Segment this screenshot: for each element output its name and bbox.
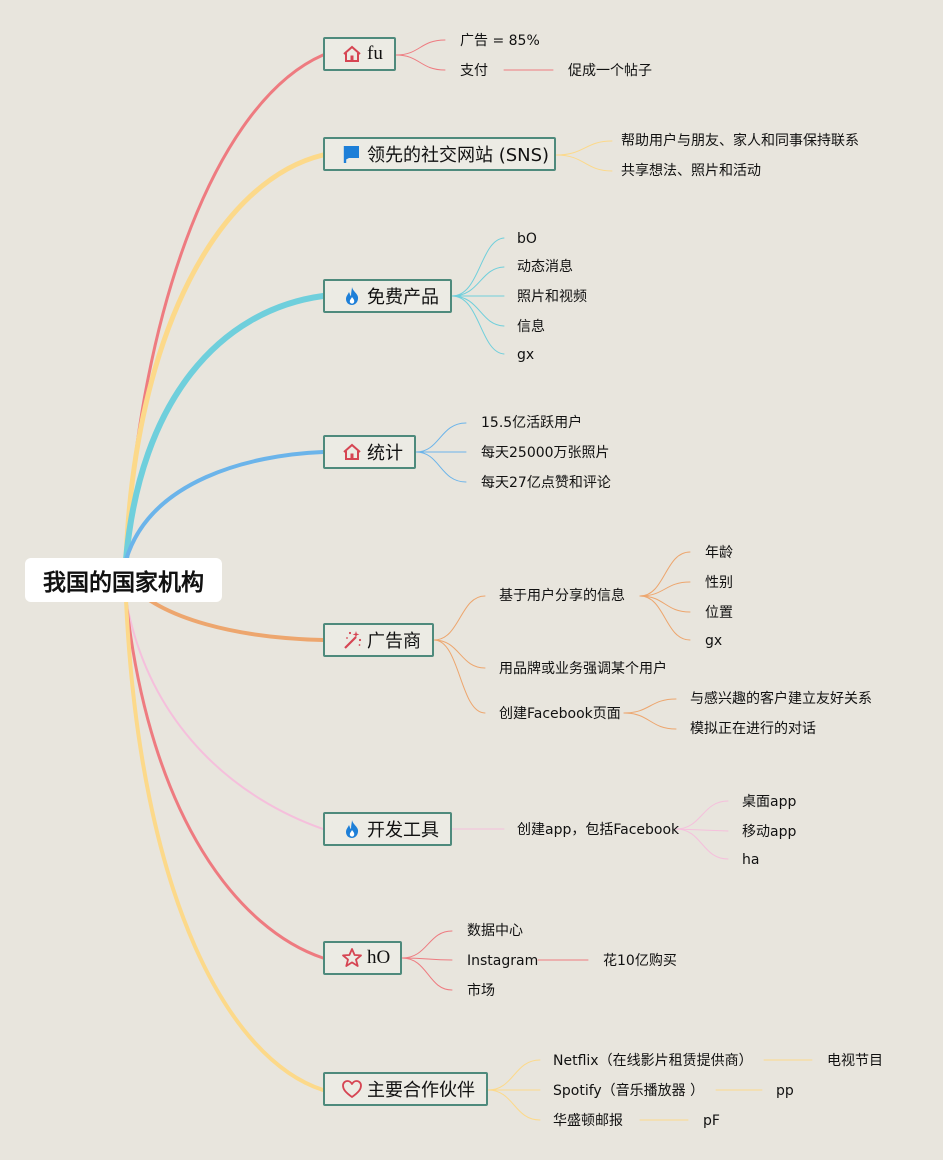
leaf-partners-pp: pp bbox=[776, 1083, 794, 1099]
leaf-ads-info-3: gx bbox=[705, 633, 723, 649]
leaf-partners-spotify: Spotify（音乐播放器 ） bbox=[553, 1083, 705, 1099]
branch-fu-label: fu bbox=[367, 43, 383, 64]
root-topic[interactable]: 我国的国家机构 bbox=[25, 558, 222, 602]
root-label: 我国的国家机构 bbox=[43, 570, 204, 596]
leaf-sns-share: 共享想法、照片和活动 bbox=[621, 163, 761, 179]
leaf-ads-info-0: 年龄 bbox=[705, 545, 733, 561]
leaf-ho-market: 市场 bbox=[467, 983, 495, 999]
branch-free-label: 免费产品 bbox=[367, 287, 439, 308]
leaf-dev-app-0: 桌面app bbox=[742, 794, 797, 810]
leaf-dev-app-1: 移动app bbox=[742, 824, 797, 840]
leaf-free-3: 信息 bbox=[517, 319, 545, 335]
house-icon bbox=[341, 441, 363, 463]
branch-ho-label: hO bbox=[367, 947, 391, 968]
branch-free-products[interactable]: 免费产品 bbox=[323, 279, 452, 313]
leaf-free-4: gx bbox=[517, 347, 535, 363]
leaf-ho-dc: 数据中心 bbox=[467, 923, 523, 939]
leaf-ho-ig: Instagram bbox=[467, 953, 539, 969]
branch-dev-tools[interactable]: 开发工具 bbox=[323, 812, 452, 846]
branch-ho[interactable]: hO bbox=[323, 941, 402, 975]
leaf-fu-post: 促成一个帖子 bbox=[568, 63, 652, 79]
leaf-stats-2: 每天27亿点赞和评论 bbox=[481, 475, 611, 491]
flame-icon bbox=[341, 818, 363, 840]
leaf-fu-ad: 广告 = 85% bbox=[460, 33, 540, 49]
connector-free bbox=[123, 293, 326, 563]
leaf-fu-pay: 支付 bbox=[460, 63, 488, 79]
branch-partners[interactable]: 主要合作伙伴 bbox=[323, 1072, 488, 1106]
leaf-free-2: 照片和视频 bbox=[517, 289, 587, 305]
branch-sns-label: 领先的社交网站 (SNS) bbox=[367, 145, 550, 166]
flag-icon bbox=[341, 143, 363, 165]
magic-wand-icon bbox=[341, 629, 363, 651]
connector-partners bbox=[124, 598, 325, 1092]
leaf-ads-page-0: 与感兴趣的客户建立友好关系 bbox=[690, 691, 872, 707]
leaf-stats-1: 每天25000万张照片 bbox=[481, 445, 610, 461]
leaf-free-1: 动态消息 bbox=[517, 259, 573, 275]
leaf-ads-brand: 用品牌或业务强调某个用户 bbox=[499, 661, 667, 677]
leaf-ho-buy: 花10亿购买 bbox=[603, 953, 677, 969]
leaf-stats-0: 15.5亿活跃用户 bbox=[481, 415, 583, 431]
leaf-partners-tv: 电视节目 bbox=[827, 1053, 883, 1069]
branch-partners-label: 主要合作伙伴 bbox=[367, 1080, 475, 1101]
connector-dev bbox=[125, 599, 324, 830]
leaf-sns-help: 帮助用户与朋友、家人和同事保持联系 bbox=[621, 133, 859, 149]
leaf-dev-app-2: ha bbox=[742, 852, 760, 868]
leaf-partners-pf: pF bbox=[703, 1113, 720, 1129]
leaf-ads-info-2: 位置 bbox=[705, 605, 733, 621]
house-icon bbox=[341, 43, 363, 65]
leaf-ads-page-1: 模拟正在进行的对话 bbox=[690, 721, 816, 737]
branch-fu[interactable]: fu bbox=[323, 37, 396, 71]
flame-icon bbox=[341, 285, 363, 307]
connector-stats bbox=[124, 450, 325, 562]
leaf-dev-app: 创建app，包括Facebook bbox=[517, 822, 680, 838]
connector-ho bbox=[124, 598, 325, 960]
leaf-ads-info-1: 性别 bbox=[705, 575, 733, 591]
leaf-ads-page: 创建Facebook页面 bbox=[499, 706, 621, 722]
branch-stats-label: 统计 bbox=[367, 443, 403, 464]
leaf-partners-wp: 华盛顿邮报 bbox=[553, 1113, 623, 1129]
branch-sns[interactable]: 领先的社交网站 (SNS) bbox=[323, 137, 556, 171]
leaf-free-0: bO bbox=[517, 231, 537, 247]
branch-advertisers[interactable]: 广告商 bbox=[323, 623, 434, 657]
heart-icon bbox=[341, 1078, 363, 1100]
leaf-ads-info: 基于用户分享的信息 bbox=[499, 588, 625, 604]
branch-ads-label: 广告商 bbox=[367, 631, 421, 652]
connector-sns bbox=[123, 152, 326, 563]
leaf-partners-netflix: Netflix（在线影片租赁提供商） bbox=[553, 1053, 753, 1069]
star-icon bbox=[341, 947, 363, 969]
branch-dev-label: 开发工具 bbox=[367, 820, 439, 841]
branch-stats[interactable]: 统计 bbox=[323, 435, 416, 469]
connector-fu bbox=[124, 53, 325, 562]
